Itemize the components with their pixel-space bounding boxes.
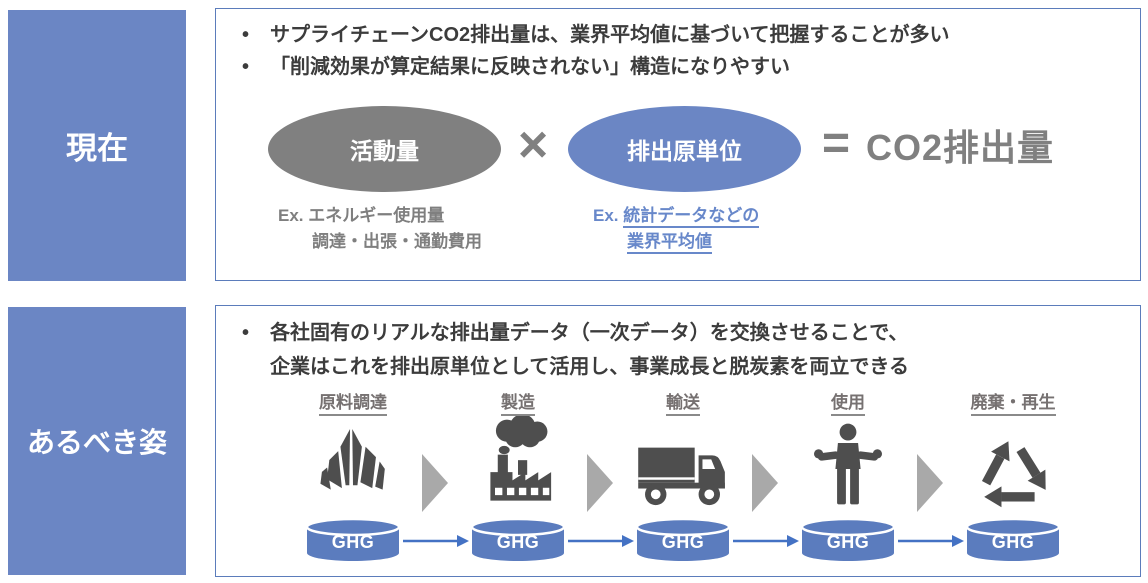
bullet-item: 企業はこれを排出原単位として活用し、事業成長と脱炭素を両立できる <box>240 350 1130 384</box>
bullet-item: • サプライチェーンCO2排出量は、業界平均値に基づいて把握することが多い <box>240 19 1130 51</box>
person-icon <box>787 414 909 508</box>
activity-example: Ex. エネルギー使用量 調達・出張・通勤費用 <box>278 203 482 255</box>
present-row-label: 現在 <box>66 131 128 166</box>
bullet-text: サプライチェーンCO2排出量は、業界平均値に基づいて把握することが多い <box>270 24 950 46</box>
present-row-label-box: 現在 <box>8 10 186 281</box>
factory-icon <box>457 414 579 508</box>
emission-intensity-ellipse: 排出原単位 <box>568 106 801 192</box>
stage-label: 輸送 <box>622 388 744 416</box>
co2-result-label: CO2排出量 <box>866 127 1055 168</box>
stage-chevron-icon <box>422 454 448 512</box>
bullet-item: • 各社固有のリアルな排出量データ（一次データ）を交換させることで、 <box>240 316 1130 350</box>
intensity-example-link[interactable]: Ex. 統計データなどの 業界平均値 <box>593 203 760 255</box>
ghg-flow-arrow-icon <box>898 535 964 547</box>
bullet-indent <box>256 316 270 350</box>
present-content-box: • サプライチェーンCO2排出量は、業界平均値に基づいて把握することが多い • … <box>215 8 1141 281</box>
ghg-flow-arrow-icon <box>733 535 799 547</box>
stage-manufacturing: 製造 <box>457 388 579 566</box>
ghg-cylinder: GHG <box>304 517 402 563</box>
intensity-example-line1[interactable]: Ex. 統計データなどの <box>593 203 760 229</box>
stage-label: 原料調達 <box>292 388 414 416</box>
bullet-text: 企業はこれを排出原単位として活用し、事業成長と脱炭素を両立できる <box>270 356 909 378</box>
ghg-label: GHG <box>661 532 705 552</box>
stage-label: 使用 <box>787 388 909 416</box>
bullet-indent <box>256 51 270 83</box>
stage-use: 使用 <box>787 388 909 566</box>
intensity-example-line2[interactable]: 業界平均値 <box>593 229 759 255</box>
crystal-icon <box>292 414 414 508</box>
bullet-marker: • <box>242 322 250 344</box>
ghg-cylinder: GHG <box>634 517 732 563</box>
ghg-flow-arrow-icon <box>403 535 469 547</box>
equals-symbol: = <box>821 117 851 170</box>
stage-raw-material: 原料調達 GHG <box>292 388 414 566</box>
ideal-row-label-box: あるべき姿 <box>8 307 186 575</box>
truck-icon <box>622 414 744 508</box>
ghg-cylinder: GHG <box>964 517 1062 563</box>
stage-chevron-icon <box>917 454 943 512</box>
bullet-marker: • <box>242 56 250 78</box>
stage-disposal-recycle: 廃棄・再生 <box>952 388 1074 566</box>
bullet-text: 各社固有のリアルな排出量データ（一次データ）を交換させることで、 <box>270 322 909 344</box>
bullet-marker: • <box>242 24 250 46</box>
bullet-indent <box>256 19 270 51</box>
ideal-content-box: • 各社固有のリアルな排出量データ（一次データ）を交換させることで、 企業はこれ… <box>215 305 1141 577</box>
bullet-item: • 「削減効果が算定結果に反映されない」構造になりやすい <box>240 51 1130 83</box>
activity-example-line2: 調達・出張・通勤費用 <box>312 232 482 251</box>
stage-chevron-icon <box>587 454 613 512</box>
ghg-label: GHG <box>496 532 540 552</box>
recycle-icon <box>952 414 1074 508</box>
ghg-label: GHG <box>991 532 1035 552</box>
ghg-label: GHG <box>331 532 375 552</box>
ideal-row-label: あるべき姿 <box>26 427 167 458</box>
stage-label: 廃棄・再生 <box>952 388 1074 416</box>
ghg-label: GHG <box>826 532 870 552</box>
ghg-flow-arrow-icon <box>568 535 634 547</box>
activity-label: 活動量 <box>350 138 419 164</box>
emission-intensity-label: 排出原単位 <box>627 138 742 164</box>
activity-example-line1: Ex. エネルギー使用量 <box>278 206 445 225</box>
bullet-text: 「削減効果が算定結果に反映されない」構造になりやすい <box>270 56 790 78</box>
activity-ellipse: 活動量 <box>268 106 501 192</box>
stage-chevron-icon <box>752 454 778 512</box>
ghg-cylinder: GHG <box>469 517 567 563</box>
multiply-symbol: × <box>517 116 549 174</box>
stage-transport: 輸送 GHG <box>622 388 744 566</box>
present-bullet-list: • サプライチェーンCO2排出量は、業界平均値に基づいて把握することが多い • … <box>240 19 1130 83</box>
ideal-bullet-list: • 各社固有のリアルな排出量データ（一次データ）を交換させることで、 企業はこれ… <box>240 316 1130 384</box>
stage-label: 製造 <box>457 388 579 416</box>
ghg-cylinder: GHG <box>799 517 897 563</box>
